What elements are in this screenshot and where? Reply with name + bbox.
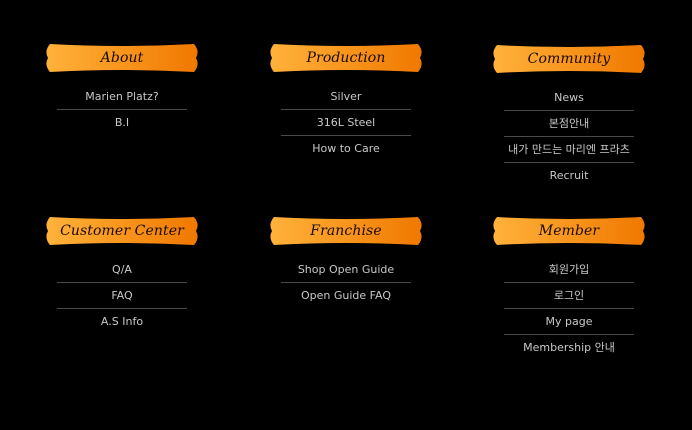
menu-list: 회원가입 로그인 My page Membership 안내 [493, 257, 645, 360]
section-production: Production Silver 316L Steel How to Care [270, 42, 422, 161]
menu-item-bi[interactable]: B.I [114, 116, 130, 129]
banner-title: Franchise [310, 223, 382, 239]
production-banner[interactable]: Production [270, 42, 422, 74]
menu-item-membership-info[interactable]: Membership 안내 [523, 341, 615, 354]
menu-item-my-page[interactable]: My page [504, 309, 634, 335]
menu-list: Marien Platz? B.I [46, 84, 198, 135]
about-banner[interactable]: About [46, 42, 198, 74]
menu-list: Shop Open Guide Open Guide FAQ [270, 257, 422, 308]
menu-item-silver[interactable]: Silver [281, 84, 411, 110]
menu-item-shop-open-guide[interactable]: Shop Open Guide [281, 257, 411, 283]
menu-item-my-marien-platz[interactable]: 내가 만드는 마리엔 프라츠 [504, 137, 634, 163]
menu-list: News 본점안내 내가 만드는 마리엔 프라츠 Recruit [493, 85, 645, 188]
banner-ribbon-icon [270, 217, 422, 245]
banner-ribbon-icon [46, 44, 198, 72]
menu-item-recruit[interactable]: Recruit [549, 169, 589, 182]
banner-ribbon-icon [493, 45, 645, 73]
banner-title: Member [538, 223, 600, 239]
menu-item-marien-platz[interactable]: Marien Platz? [57, 84, 187, 110]
community-banner[interactable]: Community [493, 43, 645, 75]
banner-title: Customer Center [60, 223, 184, 239]
menu-item-store-info[interactable]: 본점안내 [504, 111, 634, 137]
menu-list: Silver 316L Steel How to Care [270, 84, 422, 161]
banner-ribbon-icon [270, 44, 422, 72]
menu-item-as-info[interactable]: A.S Info [100, 315, 144, 328]
banner-title: About [100, 50, 144, 66]
menu-item-316l-steel[interactable]: 316L Steel [281, 110, 411, 136]
franchise-banner[interactable]: Franchise [270, 215, 422, 247]
section-member: Member 회원가입 로그인 My page Membership 안내 [493, 215, 645, 360]
menu-item-open-guide-faq[interactable]: Open Guide FAQ [301, 289, 391, 302]
menu-item-news[interactable]: News [504, 85, 634, 111]
section-customer-center: Customer Center Q/A FAQ A.S Info [46, 215, 198, 334]
banner-title: Community [527, 51, 611, 67]
menu-item-how-to-care[interactable]: How to Care [312, 142, 380, 155]
member-banner[interactable]: Member [493, 215, 645, 247]
banner-ribbon-icon [493, 217, 645, 245]
customer-center-banner[interactable]: Customer Center [46, 215, 198, 247]
banner-title: Production [306, 50, 386, 66]
banner-ribbon-icon [46, 217, 198, 245]
section-community: Community News 본점안내 내가 만드는 마리엔 프라츠 Recru… [493, 43, 645, 188]
menu-item-sign-up[interactable]: 회원가입 [504, 257, 634, 283]
menu-item-login[interactable]: 로그인 [504, 283, 634, 309]
menu-item-qa[interactable]: Q/A [57, 257, 187, 283]
menu-item-faq[interactable]: FAQ [57, 283, 187, 309]
section-franchise: Franchise Shop Open Guide Open Guide FAQ [270, 215, 422, 308]
menu-list: Q/A FAQ A.S Info [46, 257, 198, 334]
section-about: About Marien Platz? B.I [46, 42, 198, 135]
